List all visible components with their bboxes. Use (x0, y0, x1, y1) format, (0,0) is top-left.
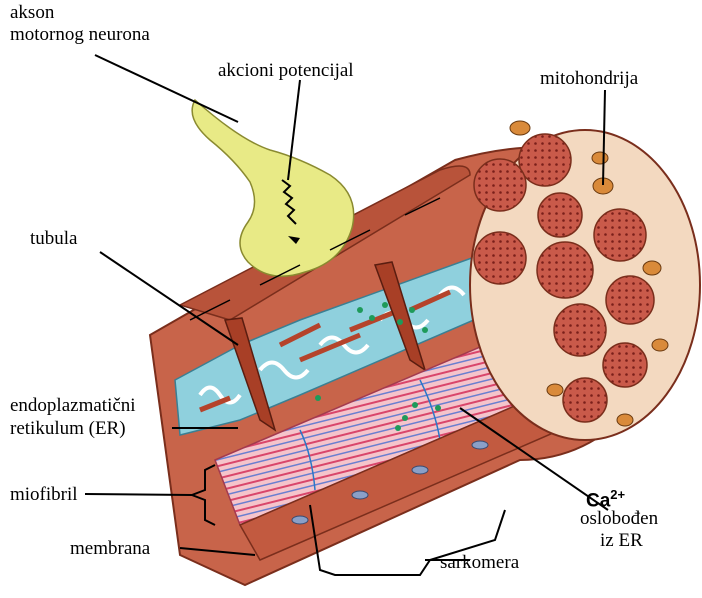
calcium-ions (315, 302, 441, 431)
membrane-nuclei (291, 440, 489, 525)
mitochondria (509, 120, 669, 427)
z-line-1 (299, 429, 316, 491)
label-ca-line3: iz ER (600, 530, 643, 551)
ca-charge: 2+ (610, 487, 626, 502)
motor-neuron-axon (191, 98, 355, 277)
reticulum-channels (198, 285, 466, 405)
ca-symbol: Ca (586, 490, 611, 512)
label-ca-ion: Ca2+ (586, 484, 625, 511)
label-akson-line1: akson (10, 2, 55, 23)
label-miofibril: miofibril (10, 484, 78, 505)
miofibril-brace-line (84, 493, 193, 496)
label-membrana: membrana (70, 538, 151, 559)
label-mitohondrija: mitohondrija (540, 68, 639, 89)
label-er-line1: endoplazmatični (10, 395, 136, 416)
label-tubula: tubula (30, 228, 78, 249)
leader-lines (94, 54, 609, 556)
action-potential-arrow (281, 179, 297, 225)
action-potential-arrowhead (288, 236, 300, 244)
label-ca-line2: oslobođen (580, 508, 659, 529)
surface-arrows (189, 197, 441, 321)
label-er-line2: retikulum (ER) (10, 418, 126, 439)
label-akson-line2: motornog neurona (10, 24, 150, 45)
reticulum-red-strands (199, 289, 452, 413)
label-akcioni-potencijal: akcioni potencijal (218, 60, 354, 81)
t-tubule-left (223, 317, 277, 432)
label-sarkomera: sarkomera (440, 552, 520, 573)
cross-section-myofibrils (473, 133, 655, 423)
sarkomera-brace (309, 504, 506, 576)
z-line-2 (419, 379, 441, 441)
